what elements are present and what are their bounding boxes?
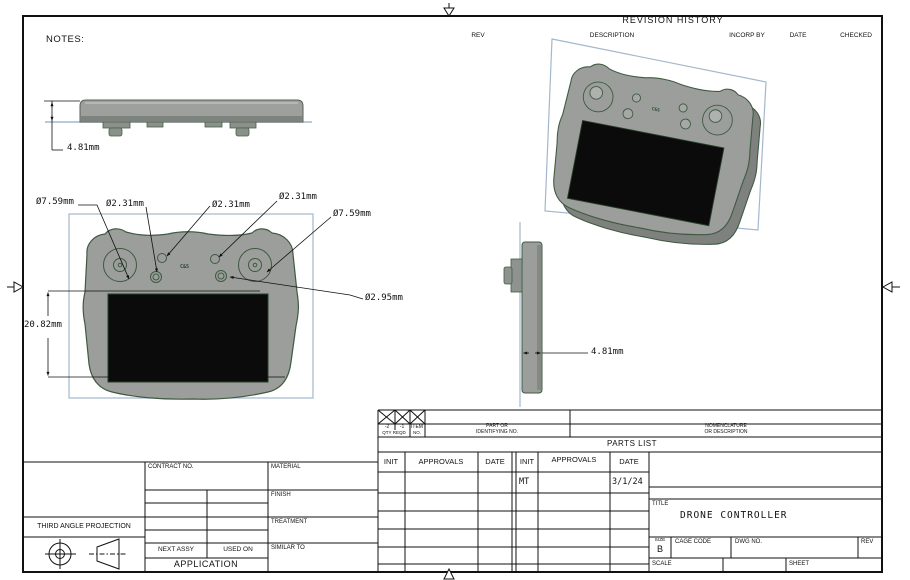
qty-dash1-label: -1	[399, 424, 405, 430]
isometric-view: C&S	[541, 38, 770, 257]
dwg-no-label: DWG NO.	[735, 539, 762, 545]
dim-right-stick: Ø7.59mm	[333, 209, 371, 219]
or-description-label: OR DESCRIPTION	[704, 429, 748, 435]
application-label: APPLICATION	[173, 559, 239, 569]
iso-controller: C&S	[541, 58, 770, 257]
init-header-left: INIT	[383, 457, 399, 466]
screen-height-dimension	[46, 290, 285, 378]
parts-list-table-lines	[377, 409, 882, 453]
notes-label: NOTES:	[46, 34, 85, 45]
front-leader-lines	[78, 200, 364, 300]
qty-dash2-label: -2	[384, 424, 390, 430]
size-value: B	[656, 544, 664, 554]
item-no-label: NO.	[412, 430, 422, 435]
dim-left-stick: Ø7.59mm	[36, 197, 74, 207]
next-assy-label: NEXT ASSY	[157, 546, 195, 553]
approval-entry-init: MT	[519, 477, 530, 487]
dim-btn-lower-left: Ø2.31mm	[106, 199, 144, 209]
bottom-profile-view	[44, 99, 312, 151]
front-logo-text: C&S	[180, 264, 189, 270]
approvals-header-left: APPROVALS	[418, 457, 464, 466]
checked-column-header: CHECKED	[840, 32, 872, 39]
item-label: ITEM	[411, 424, 423, 430]
title-label: TITLE	[652, 501, 669, 507]
used-on-label: USED ON	[223, 546, 253, 553]
contract-no-label: CONTRACT NO.	[148, 464, 194, 470]
dim-side-thickness: 4.81mm	[591, 347, 624, 357]
init-header-right: INIT	[519, 457, 535, 466]
sheet-border	[22, 15, 883, 573]
zone-marker-icons	[7, 3, 900, 580]
dim-screen-height: 20.82mm	[24, 320, 62, 330]
drawing-title: DRONE CONTROLLER	[680, 510, 788, 521]
front-view: C&S	[46, 200, 364, 400]
similar-to-label: SIMILAR TO	[271, 545, 305, 551]
cage-code-label: CAGE CODE	[675, 539, 712, 545]
third-angle-projection-icon	[45, 538, 127, 570]
nomenclature-label: NOMENCLATURE	[705, 423, 747, 429]
sheet-label: SHEET	[789, 561, 810, 567]
thickness-dimension-lines	[44, 100, 80, 151]
date-header-right: DATE	[619, 457, 639, 466]
finish-label: FINISH	[271, 492, 291, 498]
dim-btn-upper-left: Ø2.31mm	[212, 200, 250, 210]
incorp-by-column-header: INCORP BY	[729, 32, 765, 39]
part-or-label: PART OR	[486, 423, 508, 429]
identifying-no-label: IDENTIFYING NO.	[476, 429, 518, 435]
approvals-header-right: APPROVALS	[551, 455, 597, 464]
iso-view-boundary	[544, 38, 767, 231]
controller-face-features	[103, 248, 272, 283]
date-column-header: DATE	[789, 32, 807, 39]
third-angle-projection-label: THIRD ANGLE PROJECTION	[37, 523, 131, 530]
scale-label: SCALE	[652, 561, 672, 567]
treatment-label: TREATMENT	[271, 519, 308, 525]
controller-screen	[107, 293, 269, 383]
date-header-left: DATE	[485, 457, 505, 466]
material-label: MATERIAL	[271, 464, 301, 470]
dim-bottom-thickness: 4.81mm	[67, 143, 100, 153]
dim-btn-lower-right: Ø2.95mm	[365, 293, 403, 303]
joystick-stems	[102, 121, 257, 137]
rev-label: REV	[861, 539, 874, 545]
title-block-lines	[649, 486, 882, 572]
iso-logo-text: C&S	[651, 106, 660, 113]
qty-reqd-label: QTY REQD	[382, 430, 406, 435]
approvals-table-lines	[377, 452, 650, 572]
side-view	[503, 222, 588, 407]
size-label: SIZE	[654, 538, 666, 543]
dim-btn-upper-right: Ø2.31mm	[279, 192, 317, 202]
rev-column-header: REV	[471, 32, 485, 39]
revision-history-title: REVISION HISTORY	[622, 15, 724, 25]
application-block-lines	[23, 461, 378, 572]
approval-entry-date: 3/1/24	[612, 477, 643, 487]
parts-list-title: PARTS LIST	[606, 439, 658, 448]
description-column-header: DESCRIPTION	[589, 32, 635, 39]
